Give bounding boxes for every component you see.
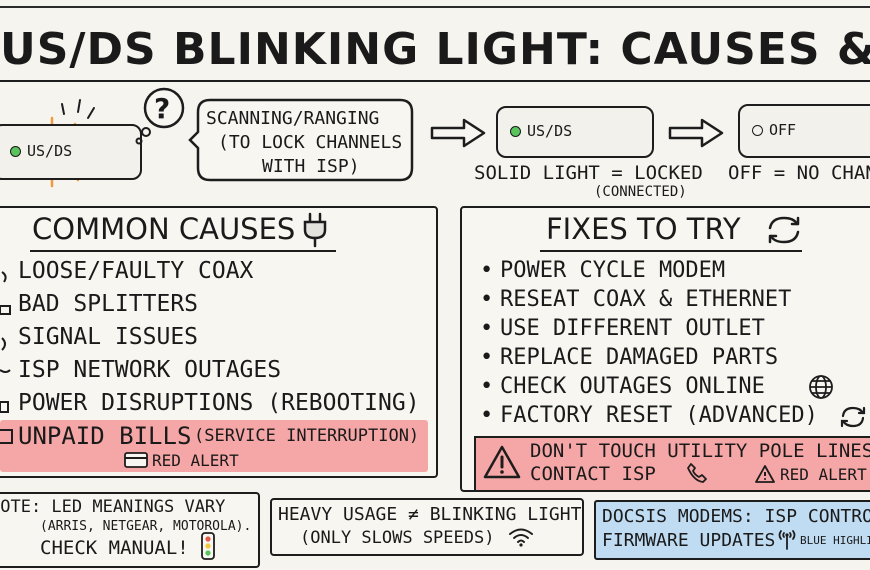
- arrow-right-icon: [668, 118, 724, 148]
- causes-title: COMMON CAUSES: [32, 212, 296, 246]
- page-title: US/DS BLINKING LIGHT: CAUSES & FIXES: [0, 24, 870, 75]
- refresh-icon: [768, 216, 800, 244]
- modem-blinking: US/DS: [0, 124, 142, 180]
- led-icon: [510, 126, 521, 137]
- modem-solid: US/DS: [496, 106, 654, 158]
- usage-line-1: HEAVY USAGE ≠ BLINKING LIGHT: [278, 504, 582, 525]
- credit-card-icon: [124, 452, 148, 468]
- modem1-led-label: US/DS: [27, 142, 73, 160]
- usage-line-2: (ONLY SLOWS SPEEDS): [300, 528, 495, 548]
- fix-item: FACTORY RESET (ADVANCED): [500, 403, 818, 428]
- fix-item: REPLACE DAMAGED PARTS: [500, 345, 779, 370]
- plug-icon: [303, 212, 327, 248]
- modem2-caption: SOLID LIGHT = LOCKED: [474, 162, 703, 184]
- fixes-title-underline: [540, 250, 802, 252]
- modem2-subcaption: (CONNECTED): [594, 184, 687, 200]
- warning-bar: [474, 436, 870, 492]
- card-icon: [0, 429, 13, 444]
- alert-main: UNPAID BILLS: [18, 422, 192, 450]
- fix-bullet: •: [480, 345, 494, 370]
- speech-bubble-frame: [188, 98, 414, 182]
- fix-item: POWER CYCLE MODEM: [500, 258, 726, 283]
- led-icon: [10, 146, 21, 157]
- docsis-line-1: DOCSIS MODEMS: ISP CONTROLS: [602, 506, 870, 527]
- alert-paren: (SERVICE INTERRUPTION): [194, 426, 420, 446]
- modem3-caption: OFF = NO CHANNEL: [728, 162, 870, 184]
- question-mark: ?: [154, 92, 171, 125]
- note-line-2: (ARRIS, NETGEAR, MOTOROLA).: [40, 519, 252, 534]
- docsis-box: [594, 500, 870, 560]
- cause-item: ISP NETWORK OUTAGES: [18, 357, 282, 383]
- alert-triangle-icon: [755, 465, 775, 483]
- bubble-line-1: SCANNING/RANGING: [206, 108, 380, 129]
- reset-icon: [840, 406, 866, 428]
- cause-item: LOOSE/FAULTY COAX: [18, 258, 254, 284]
- cause-item: SIGNAL ISSUES: [18, 324, 199, 350]
- arrow-right-icon: [430, 118, 486, 148]
- fix-bullet: •: [480, 287, 494, 312]
- unpaid-alert-bar: [0, 420, 428, 472]
- cable-icon: [0, 271, 11, 413]
- fix-bullet: •: [480, 258, 494, 283]
- fix-item: USE DIFFERENT OUTLET: [500, 316, 765, 341]
- led-icon: [752, 125, 763, 136]
- causes-title-underline: [30, 250, 336, 252]
- modem2-led-label: US/DS: [527, 122, 573, 140]
- phone-icon: [687, 463, 707, 483]
- traffic-light-icon: [201, 532, 215, 560]
- antenna-icon: [778, 530, 796, 550]
- thought-bubble-icon: [135, 87, 185, 145]
- fixes-title: FIXES TO TRY: [546, 212, 741, 246]
- fixes-list: • POWER CYCLE MODEM • RESEAT COAX & ETHE…: [478, 258, 870, 438]
- modem3-led-label: OFF: [769, 121, 797, 139]
- warning-line-2: CONTACT ISP: [530, 463, 656, 485]
- top-rule: [0, 6, 870, 8]
- causes-list: LOOSE/FAULTY COAX BAD SPLITTERS SIGNAL I…: [0, 258, 430, 428]
- title-underline: [0, 80, 870, 82]
- fix-item: CHECK OUTAGES ONLINE: [500, 374, 765, 399]
- warning-line-1: DON'T TOUCH UTILITY POLE LINES: [530, 440, 870, 462]
- wifi-icon: [509, 528, 533, 547]
- modem-off: OFF: [738, 104, 870, 158]
- note-box: [0, 492, 260, 568]
- docsis-tag: BLUE HIGHLIGHT: [800, 534, 870, 547]
- cause-item: POWER DISRUPTIONS (REBOOTING): [18, 390, 420, 416]
- globe-icon: [809, 375, 833, 399]
- warning-tag: RED ALERT: [780, 465, 867, 484]
- note-line-3: CHECK MANUAL!: [40, 537, 189, 559]
- warning-triangle-icon: [483, 445, 521, 479]
- bubble-line-3: WITH ISP): [262, 156, 360, 177]
- cause-item: BAD SPLITTERS: [18, 291, 199, 317]
- bubble-line-2: (TO LOCK CHANNELS: [218, 132, 403, 153]
- docsis-line-2: FIRMWARE UPDATES: [602, 530, 776, 551]
- usage-box: [270, 498, 584, 556]
- fix-bullet: •: [480, 403, 494, 428]
- note-line-1: NOTE: LED MEANINGS VARY: [0, 497, 226, 517]
- alert-tag: RED ALERT: [152, 451, 239, 470]
- fix-item: RESEAT COAX & ETHERNET: [500, 287, 792, 312]
- fix-bullet: •: [480, 374, 494, 399]
- fix-bullet: •: [480, 316, 494, 341]
